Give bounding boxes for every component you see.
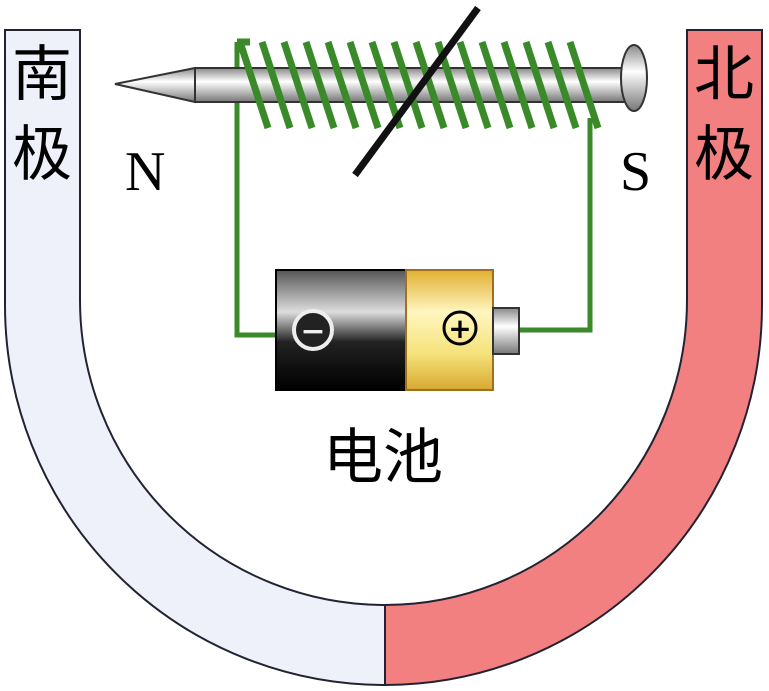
positive-sign: + (448, 312, 471, 345)
coil-turn (456, 40, 492, 130)
coil-turn (324, 40, 360, 130)
south-pole-label: 南极 (12, 40, 72, 190)
coil-turn (544, 40, 580, 130)
nail-south-label: S (620, 141, 651, 203)
nail-north-label: N (125, 141, 165, 203)
coil-turn (258, 40, 294, 130)
magnet-north-arm (384, 29, 763, 687)
negative-terminal-icon: − (292, 309, 334, 351)
coil-turn (522, 40, 558, 130)
coil-turn (478, 40, 514, 130)
coil-turn (236, 40, 272, 130)
positive-terminal-icon: + (442, 310, 478, 346)
coil-turn (346, 40, 382, 130)
battery-label: 电池 (323, 423, 443, 493)
negative-sign: − (300, 314, 325, 349)
coil-turn (412, 40, 448, 130)
circuit-wire (234, 42, 593, 338)
coil-turn (280, 40, 316, 130)
core-marker-line (352, 5, 481, 178)
wire-coil (236, 38, 602, 130)
coil-turn (368, 40, 404, 130)
coil-turn (302, 40, 338, 130)
coil-turn (500, 40, 536, 130)
coil-turn (566, 40, 602, 130)
coil-turn (390, 40, 426, 130)
north-pole-label: 北极 (694, 40, 754, 190)
battery: − + (275, 269, 520, 391)
